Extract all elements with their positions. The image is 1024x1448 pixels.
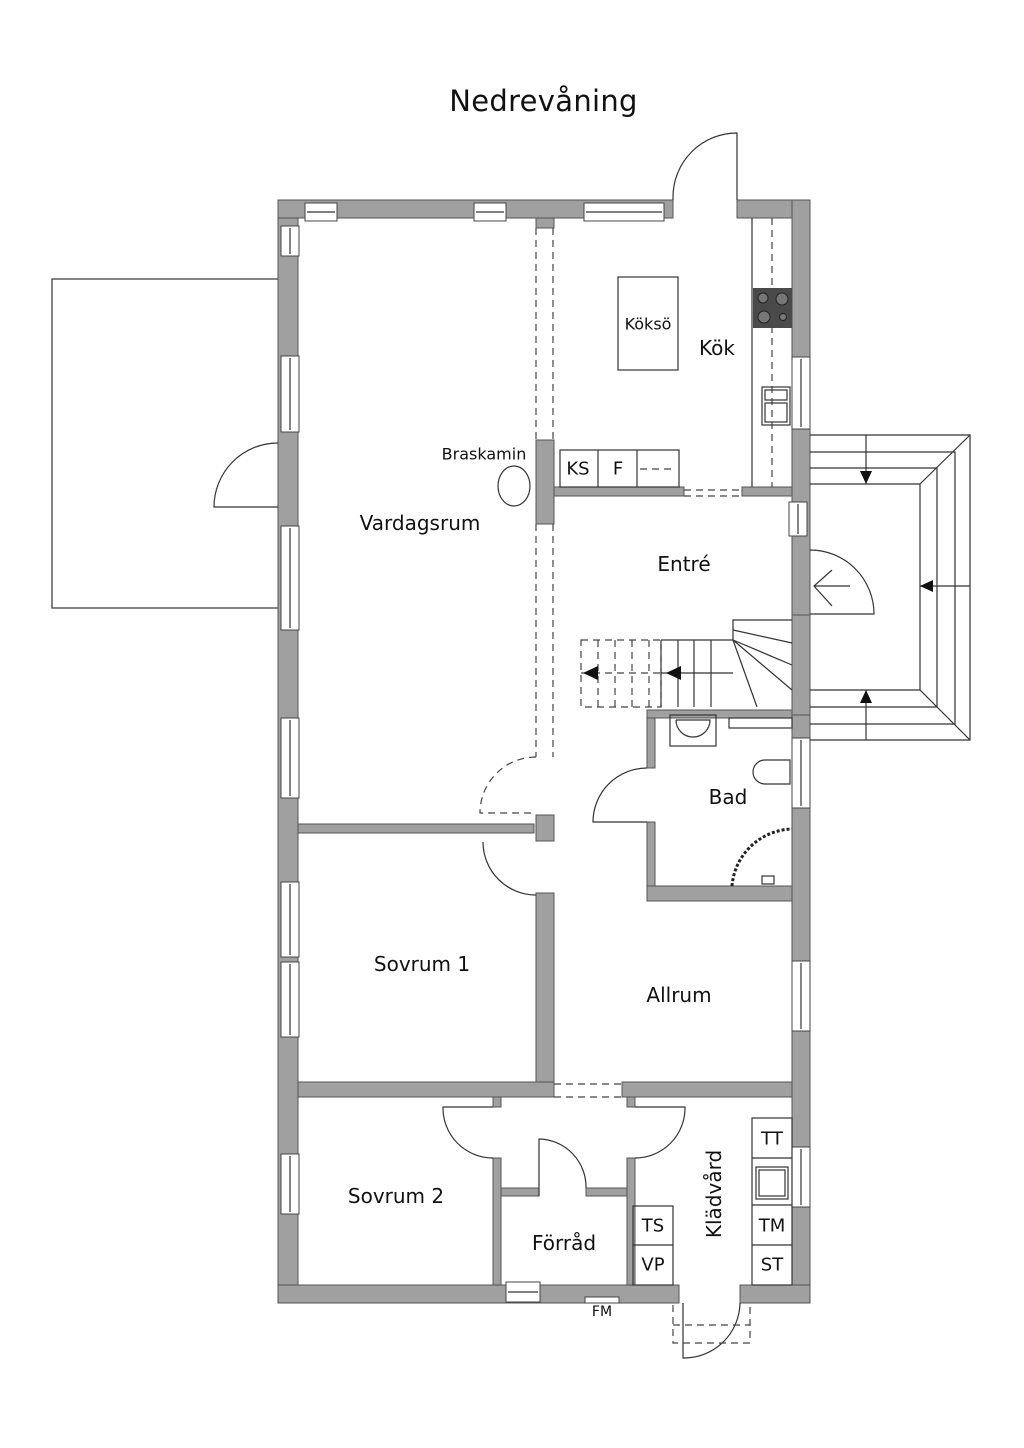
label-fireplace: Braskamin (441, 444, 527, 464)
room-kok: Kök (699, 336, 735, 360)
label-ts: TS (641, 1215, 665, 1237)
label-vp: VP (641, 1254, 665, 1276)
doors (213, 132, 875, 1359)
laundry-fixtures (632, 1117, 793, 1286)
label-fm: FM (591, 1304, 613, 1320)
windows (280, 202, 811, 1304)
room-vardagsrum: Vardagsrum (359, 511, 481, 535)
label-st: ST (760, 1254, 784, 1276)
kitchen-fixtures (497, 218, 792, 507)
room-forrad: Förråd (531, 1231, 597, 1255)
entrance-steps (810, 434, 971, 741)
label-kitchen-island: Köksö (624, 314, 672, 334)
room-sovrum1: Sovrum 1 (373, 952, 471, 976)
label-fridge-freezer: KS (566, 458, 590, 480)
room-allrum: Allrum (646, 983, 712, 1007)
label-freezer: F (612, 458, 624, 480)
label-tm: TM (758, 1215, 786, 1237)
room-bad: Bad (708, 785, 748, 809)
room-kladvard: Klädvård (702, 1149, 726, 1239)
outer-walls (277, 199, 811, 1304)
label-tt: TT (761, 1128, 783, 1150)
room-sovrum2: Sovrum 2 (347, 1184, 445, 1208)
terrace-outline (51, 278, 281, 609)
room-entre: Entré (657, 552, 711, 576)
dashed-lines (535, 218, 773, 1344)
stairs (580, 619, 793, 708)
interior-walls (297, 217, 811, 1286)
floor-title: Nedrevåning (449, 84, 638, 118)
bathroom-fixtures (669, 714, 793, 887)
